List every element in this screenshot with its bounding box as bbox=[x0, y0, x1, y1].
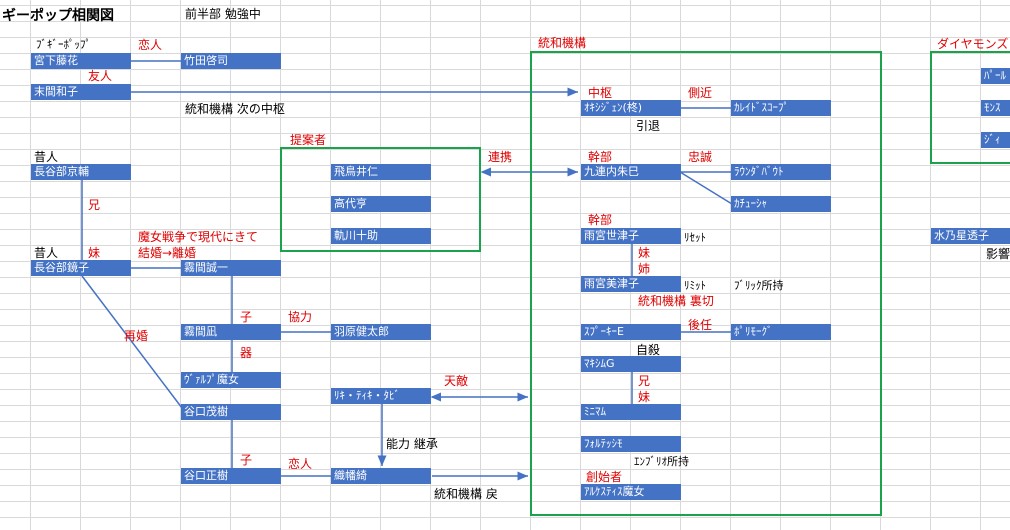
label-center: 中枢 bbox=[588, 86, 613, 100]
node-spooky[interactable]: ｽﾌﾟｰｷｰE bbox=[581, 324, 681, 340]
node-suema[interactable]: 末間和子 bbox=[31, 84, 131, 100]
node-takeda[interactable]: 竹田啓司 bbox=[181, 53, 281, 69]
label-boogiepop: ﾌﾞｷﾞｰﾎﾟｯﾌﾟ bbox=[36, 38, 91, 51]
label-executive-1: 幹部 bbox=[588, 150, 613, 164]
status-text: 前半部 勉強中 bbox=[185, 7, 261, 21]
diamond-group-box bbox=[930, 51, 1010, 164]
node-mizunohoshi[interactable]: 水乃星透子 bbox=[931, 228, 1010, 244]
node-taniguchi-masaki[interactable]: 谷口正樹 bbox=[181, 468, 281, 484]
label-executive-2: 幹部 bbox=[588, 213, 613, 227]
label-sister-1: 妹 bbox=[88, 246, 101, 260]
proposer-group-box bbox=[280, 147, 481, 252]
label-past-1: 昔人 bbox=[34, 150, 59, 164]
label-past-2: 昔人 bbox=[34, 246, 59, 260]
node-maxim[interactable]: ﾏｷｼﾑG bbox=[581, 356, 681, 372]
label-friend: 友人 bbox=[88, 69, 113, 83]
node-valkyrie[interactable]: ｳﾞｧﾙﾌﾟ魔女 bbox=[181, 372, 281, 388]
node-pearl[interactable]: ﾊﾟｰﾙ bbox=[981, 68, 1010, 84]
node-takashiro[interactable]: 高代亨 bbox=[331, 196, 431, 212]
node-amamiya-setsuko[interactable]: 雨宮世津子 bbox=[581, 228, 681, 244]
node-kirima-nagi[interactable]: 霧間凪 bbox=[181, 324, 281, 340]
label-lover-1: 恋人 bbox=[138, 38, 163, 52]
node-hasebe-kyosuke[interactable]: 長谷部京輔 bbox=[31, 164, 131, 180]
node-amamiya-mitsuko[interactable]: 雨宮美津子 bbox=[581, 276, 681, 292]
link-kyoko-shigeki bbox=[81, 275, 183, 409]
node-round[interactable]: ﾗｳﾝﾀﾞﾊﾞｳﾄ bbox=[731, 164, 831, 180]
label-marriage: 結婚→離婚 bbox=[138, 246, 197, 260]
node-asuka[interactable]: 飛鳥井仁 bbox=[331, 164, 431, 180]
node-kachusha[interactable]: ｶﾁｭｰｼｬ bbox=[731, 196, 831, 212]
label-retired: 引退 bbox=[636, 119, 661, 133]
label-shadow: 影響 bbox=[986, 247, 1010, 261]
label-witch-war: 魔女戦争で現代にきて bbox=[138, 230, 259, 244]
label-brick: ﾌﾞﾘｯｸ所持 bbox=[734, 279, 784, 292]
node-kudanuchi[interactable]: 九連内朱巳 bbox=[581, 164, 681, 180]
label-nemesis: 天敵 bbox=[444, 374, 469, 388]
node-minimum[interactable]: ﾐﾆﾏﾑ bbox=[581, 404, 681, 420]
node-habara[interactable]: 羽原健太郎 bbox=[331, 324, 431, 340]
label-limit: ﾘﾐｯﾄ bbox=[684, 279, 706, 292]
node-kaleido[interactable]: ｶﾚｲﾄﾞｽｺｰﾌﾟ bbox=[731, 100, 831, 116]
label-cooperate: 協力 bbox=[288, 310, 313, 324]
link-kudanuchi-kachusha bbox=[679, 171, 733, 205]
label-ichiwa-return: 統和機構 戻 bbox=[434, 487, 498, 501]
label-alliance: 連携 bbox=[488, 150, 513, 164]
label-sister-4: 妹 bbox=[638, 390, 651, 404]
node-taniguchi-shigeki[interactable]: 谷口茂樹 bbox=[181, 404, 281, 420]
node-axis[interactable]: ｵｷｼｼﾞｪﾝ(柊) bbox=[581, 100, 681, 116]
node-orihata[interactable]: 織幡綺 bbox=[331, 468, 431, 484]
label-close-aide: 側近 bbox=[688, 86, 713, 100]
diamond-group-label: ダイヤモンズ bbox=[937, 37, 1009, 51]
label-embryo: ｴﾝﾌﾞﾘｵ所持 bbox=[634, 455, 689, 468]
node-monster[interactable]: ﾓﾝｽ bbox=[981, 100, 1010, 116]
label-sister-3: 姉 bbox=[638, 262, 651, 276]
label-reset: ﾘｾｯﾄ bbox=[684, 231, 706, 244]
label-sister-2: 妹 bbox=[638, 246, 651, 260]
ichiwa-group-label: 統和機構 bbox=[538, 36, 587, 50]
node-hasebe-kyoko[interactable]: 長谷部鏡子 bbox=[31, 260, 131, 276]
node-riki[interactable]: ﾘｷ・ﾃｨｷ・ﾀﾋﾞ bbox=[331, 388, 431, 404]
label-successor: 後任 bbox=[688, 318, 713, 332]
label-brother-2: 兄 bbox=[638, 374, 651, 388]
label-brother: 兄 bbox=[88, 198, 101, 212]
page-title: ギーポップ相関図 bbox=[2, 8, 114, 24]
label-remarriage: 再婚 bbox=[124, 329, 149, 343]
proposer-group-label: 提案者 bbox=[290, 133, 327, 147]
node-miyashita[interactable]: 宮下藤花 bbox=[31, 53, 131, 69]
label-betrayal: 統和機構 裏切 bbox=[638, 294, 714, 308]
label-next-center: 統和機構 次の中枢 bbox=[185, 102, 285, 116]
node-ji[interactable]: ｼﾞｨ bbox=[981, 132, 1010, 148]
node-kirima-seiichi[interactable]: 霧間誠一 bbox=[181, 260, 281, 276]
node-fortissimo[interactable]: ﾌｫﾙﾃｯｼﾓ bbox=[581, 436, 681, 452]
label-child-1: 子 bbox=[240, 310, 253, 324]
node-utsuro[interactable]: 軌川十助 bbox=[331, 228, 431, 244]
label-suicide: 自殺 bbox=[636, 343, 661, 357]
ichiwa-group-box bbox=[530, 51, 882, 516]
node-pollymorg[interactable]: ﾎﾟﾘﾓｰｸﾞ bbox=[731, 324, 831, 340]
label-founder: 創始者 bbox=[586, 470, 623, 484]
label-lover-2: 恋人 bbox=[288, 457, 313, 471]
label-ability: 能力 継承 bbox=[386, 437, 438, 451]
label-child-2: 子 bbox=[240, 453, 253, 467]
node-alcastis[interactable]: ｱﾙｹｽﾃｨｽ魔女 bbox=[581, 484, 681, 500]
label-vessel: 器 bbox=[240, 346, 253, 360]
label-loyalty: 忠誠 bbox=[688, 150, 713, 164]
